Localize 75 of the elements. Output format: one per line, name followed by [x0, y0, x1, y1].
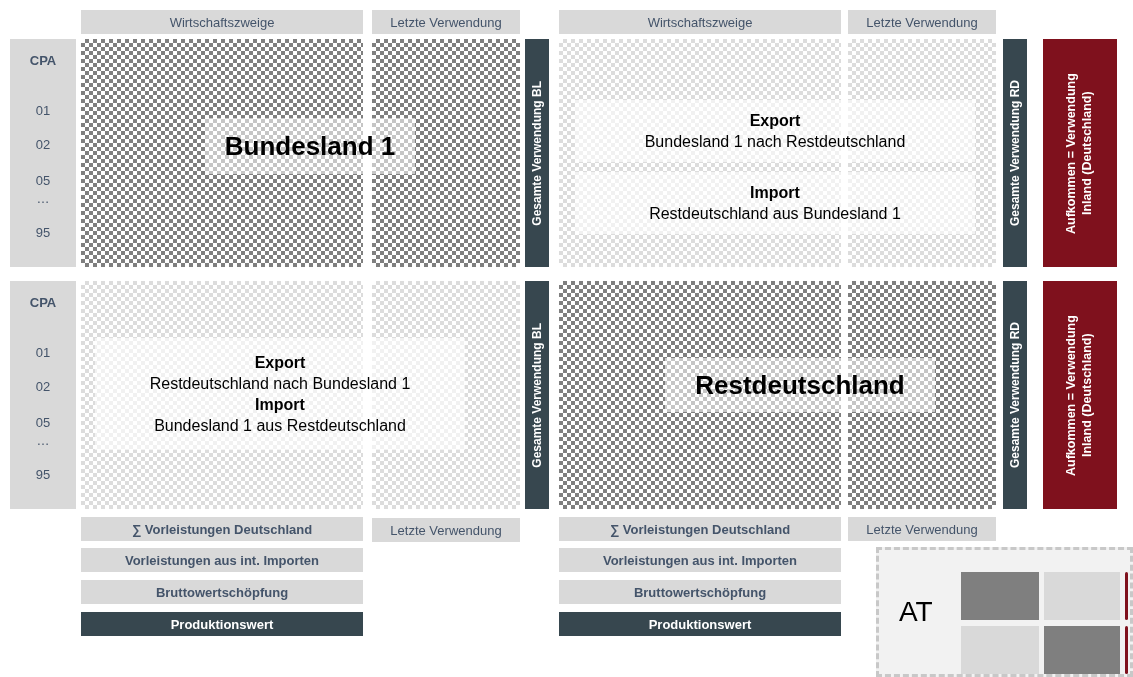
row-label: Vorleistungen aus int. Importen [124, 552, 320, 568]
column-header: CPA [29, 53, 57, 68]
flow-heading: Export [254, 353, 306, 373]
region-label-patch [665, 358, 935, 412]
product-code: 02 [35, 379, 51, 394]
total-column-bar [525, 281, 549, 509]
column-header: Letzte Verwendung [866, 14, 978, 30]
flow-heading: Import [255, 395, 305, 415]
header-bar [848, 517, 996, 541]
row-label: ∑ Vorleistungen Deutschland [609, 521, 791, 537]
product-code: … [36, 191, 50, 206]
column-label: Gesamte Verwendung BL [530, 80, 544, 226]
product-code: 01 [35, 345, 51, 360]
row-bar [559, 580, 841, 604]
flow-heading: Import [750, 183, 800, 203]
column-label: Gesamte Verwendung RD [1008, 321, 1022, 468]
column-header: Letzte Verwendung [390, 522, 502, 538]
flow-description: Restdeutschland aus Bundesland 1 [649, 204, 901, 224]
header-bar [372, 518, 520, 542]
row-label: ∑ Vorleistungen Deutschland [131, 521, 313, 537]
column-label: Gesamte Verwendung RD [1008, 79, 1022, 226]
row-bar [81, 548, 363, 572]
matrix-block [961, 572, 1039, 620]
flow-description: Bundesland 1 nach Restdeutschland [644, 132, 906, 152]
supply-column-bar [1043, 281, 1117, 509]
flow-description: Bundesland 1 aus Restdeutschland [154, 416, 406, 436]
flow-label-patch [575, 172, 975, 234]
product-code: 01 [35, 103, 51, 118]
column-label: Aufkommen = Verwendung Inland (Deutschland) [1063, 313, 1095, 478]
flow-label-patch [575, 100, 975, 162]
row-label: Produktionswert [170, 616, 274, 632]
matrix-block [1044, 626, 1120, 674]
flow-heading: Export [749, 111, 801, 131]
product-code: 95 [35, 225, 51, 240]
total-column-bar [525, 39, 549, 267]
product-code: … [36, 433, 50, 448]
column-header: Letzte Verwendung [866, 521, 978, 537]
region-label-patch [205, 118, 415, 174]
row-bar [81, 580, 363, 604]
header-bar [81, 10, 363, 34]
header-bar [848, 10, 996, 34]
column-header: CPA [29, 295, 57, 310]
matrix-block [1044, 572, 1120, 620]
flow-description: Restdeutschland nach Bundesland 1 [149, 374, 411, 394]
total-column-bar [1003, 281, 1027, 509]
header-bar [372, 10, 520, 34]
row-label: Vorleistungen aus int. Importen [602, 552, 798, 568]
region-label: Bundesland 1 [224, 130, 396, 162]
flow-label-patch [95, 338, 465, 450]
supply-column-bar [1043, 39, 1117, 267]
product-column [10, 39, 76, 267]
column-label: Aufkommen = Verwendung Inland (Deutschland) [1063, 71, 1095, 236]
region-label: Restdeutschland [695, 369, 905, 401]
row-bar [559, 548, 841, 572]
total-row-bar [81, 612, 363, 636]
column-header: Letzte Verwendung [390, 14, 502, 30]
total-row-bar [559, 612, 841, 636]
product-code: 05 [35, 415, 51, 430]
matrix-block [961, 626, 1039, 674]
row-label: Bruttowertschöpfung [633, 584, 767, 600]
header-bar [559, 10, 841, 34]
row-label: Produktionswert [648, 616, 752, 632]
row-bar [81, 517, 363, 541]
column-label: Gesamte Verwendung BL [530, 322, 544, 468]
product-code: 95 [35, 467, 51, 482]
row-bar [559, 517, 841, 541]
inset-panel [876, 547, 1133, 677]
total-column-bar [1003, 39, 1027, 267]
product-code: 02 [35, 137, 51, 152]
column-header: Wirtschaftszweige [647, 14, 753, 30]
product-code: 05 [35, 173, 51, 188]
row-label: Bruttowertschöpfung [155, 584, 289, 600]
product-column [10, 281, 76, 509]
column-header: Wirtschaftszweige [169, 14, 275, 30]
country-label: AT [899, 596, 933, 628]
